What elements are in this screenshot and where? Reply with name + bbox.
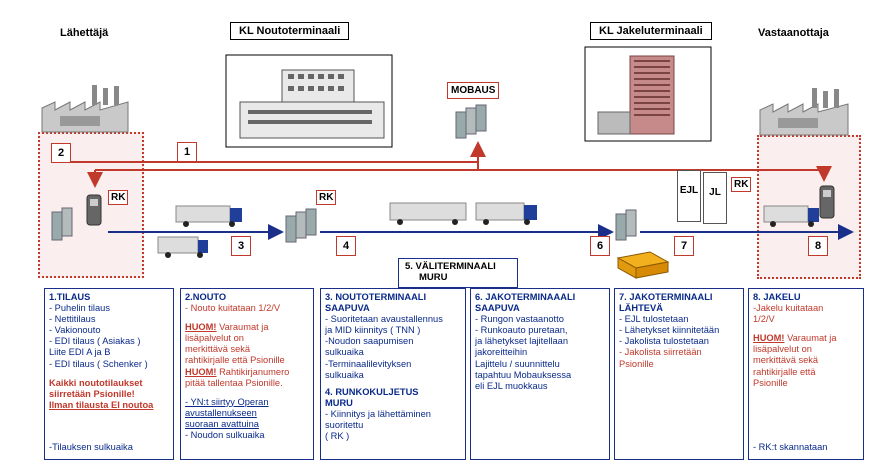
pickup-truck-icon: [175, 205, 242, 227]
receiver-factory-icon: [759, 88, 849, 136]
panel-noutoterminaali-lines: - Suoritetaan avaustallennus ja MID kiin…: [325, 314, 443, 380]
panel-tilaus-footer: -Tilauksen sulkuaika: [49, 441, 133, 452]
panel-jakoterminaali-lahteva-lines: - EJL tulostetaan - Lähetykset kiinnitet…: [619, 314, 720, 347]
panel-tilaus-red-2: Ilman tilausta EI noutoa: [49, 399, 154, 410]
panel-tilaus: 1.TILAUS - Puhelin tilaus - Nettitilaus …: [44, 288, 174, 460]
sender-factory-icon: [41, 85, 129, 133]
panel-nouto-blue: - YN:t siirtyy Operan avustallenukseen s…: [185, 396, 269, 429]
mobaus-server-icon: [455, 104, 487, 139]
step-8: 8: [808, 236, 828, 256]
panel-runkokuljetus-lines: - Kiinnitys ja lähettäminen suoritettu (…: [325, 408, 431, 442]
panel-jakoterminaali-lahteva: 7. JAKOTERMINAALI LÄHTEVÄ - EJL tulostet…: [614, 288, 744, 460]
panel-nouto-line-1: - Nouto kuitataan 1/2/V: [185, 303, 281, 314]
panel-tilaus-line-1: - Puhelin tilaus: [49, 303, 110, 314]
panel-tilaus-line-5: - EDI tilaus ( Schenker ): [49, 358, 148, 369]
huom-label-3: HUOM!: [753, 333, 785, 344]
panel-noutoterminaali: 3. NOUTOTERMINAALI SAAPUVA - Suoritetaan…: [320, 288, 466, 460]
step-7: 7: [674, 236, 694, 256]
mobaus-label: MOBAUS: [447, 82, 500, 99]
panel-jakoterminaali-lahteva-title: 7. JAKOTERMINAALI LÄHTEVÄ: [619, 292, 713, 314]
panel-jakelu-huom: HUOM! Varaumat ja lisäpalvelut on merkit…: [753, 333, 859, 388]
parcel-icon: [616, 251, 670, 279]
step-4: 4: [336, 236, 356, 256]
panel-tilaus-line-4: - EDI tilaus ( Asiakas ) Liite EDI A ja …: [49, 336, 141, 358]
delivery-terminal-header: KL Jakeluterminaali: [590, 22, 712, 40]
pickup-terminal-header: KL Noutoterminaali: [230, 22, 350, 40]
panel-tilaus-title: 1.TILAUS: [49, 292, 91, 302]
sender-server-icon: [51, 207, 73, 241]
panel-jakoterminaali-saapuva-title: 6. JAKOTERMINAAALI SAAPUVA: [475, 292, 576, 314]
pickup-terminal-building-icon: [225, 54, 393, 148]
step-1: 1: [177, 142, 197, 162]
jl-document: JL: [703, 172, 727, 224]
panel-runkokuljetus-title: 4. RUNKOKULJETUS MURU: [325, 386, 419, 408]
delivery-terminal-building-icon: [584, 46, 712, 142]
step-5-box: 5. VÄLITERMINAALI MURU: [398, 258, 518, 288]
rk-document-sender: RK: [108, 190, 129, 205]
van-icon: [157, 236, 208, 258]
panel-jakelu-footer: - RK:t skannataan: [753, 441, 828, 452]
step-5-subtitle: MURU: [419, 272, 448, 283]
panel-jakelu-line-1: -Jakelu kuitataan 1/2/V: [753, 303, 824, 325]
panel-nouto-huom-2: HUOM! Rahtikirjanumero pitää tallentaa P…: [185, 367, 309, 389]
huom-text-3: Varaumat ja lisäpalvelut on merkittävä s…: [753, 333, 837, 388]
ejl-document: EJL: [677, 170, 701, 222]
huom-text-2: Rahtikirjanumero pitää tallentaa Psionil…: [185, 366, 290, 388]
rk-document-pickup: RK: [316, 190, 337, 205]
panel-jakoterminaali-lahteva-red: - Jakolista siirretään Psionille: [619, 347, 702, 369]
step-2: 2: [51, 143, 71, 163]
panel-nouto-huom-1: HUOM! Varaumat ja lisäpalvelut on merkit…: [185, 322, 309, 366]
panel-nouto-title: 2.NOUTO: [185, 292, 227, 302]
sender-handheld-icon: [86, 194, 102, 226]
step-5-title: 5. VÄLITERMINAALI: [405, 261, 496, 272]
panel-jakoterminaali-saapuva: 6. JAKOTERMINAAALI SAAPUVA - Rungon vast…: [470, 288, 610, 460]
receiver-header: Vastaanottaja: [758, 27, 829, 39]
pickup-server-icon: [285, 208, 317, 243]
panel-tilaus-line-3: - Vakionouto: [49, 325, 101, 336]
panel-jakelu-title: 8. JAKELU: [753, 292, 801, 302]
delivery-server-icon: [615, 209, 637, 241]
panel-jakelu: 8. JAKELU -Jakelu kuitataan 1/2/V HUOM! …: [748, 288, 864, 460]
panel-tilaus-line-2: - Nettitilaus: [49, 314, 96, 325]
huom-label-2: HUOM!: [185, 366, 217, 377]
panel-jakoterminaali-saapuva-lines: - Rungon vastaanotto - Runkoauto puretaa…: [475, 314, 572, 391]
trunk-truck-icon: [389, 202, 537, 225]
huom-label: HUOM!: [185, 322, 217, 333]
delivery-truck-icon: [763, 205, 819, 227]
panel-tilaus-red-1: Kaikki noutotilaukset siirretään Psionil…: [49, 377, 143, 399]
sender-header: Lähettäjä: [60, 27, 109, 39]
receiver-handheld-icon: [819, 185, 835, 219]
step-6: 6: [590, 236, 610, 256]
huom-text: Varaumat ja lisäpalvelut on merkittävä s…: [185, 322, 285, 366]
panel-nouto-footer: - Noudon sulkuaika: [185, 430, 265, 441]
panel-nouto: 2.NOUTO - Nouto kuitataan 1/2/V HUOM! Va…: [180, 288, 314, 460]
step-3: 3: [231, 236, 251, 256]
panel-noutoterminaali-title: 3. NOUTOTERMINAALI SAAPUVA: [325, 292, 427, 314]
rk-document-delivery: RK: [731, 177, 752, 192]
